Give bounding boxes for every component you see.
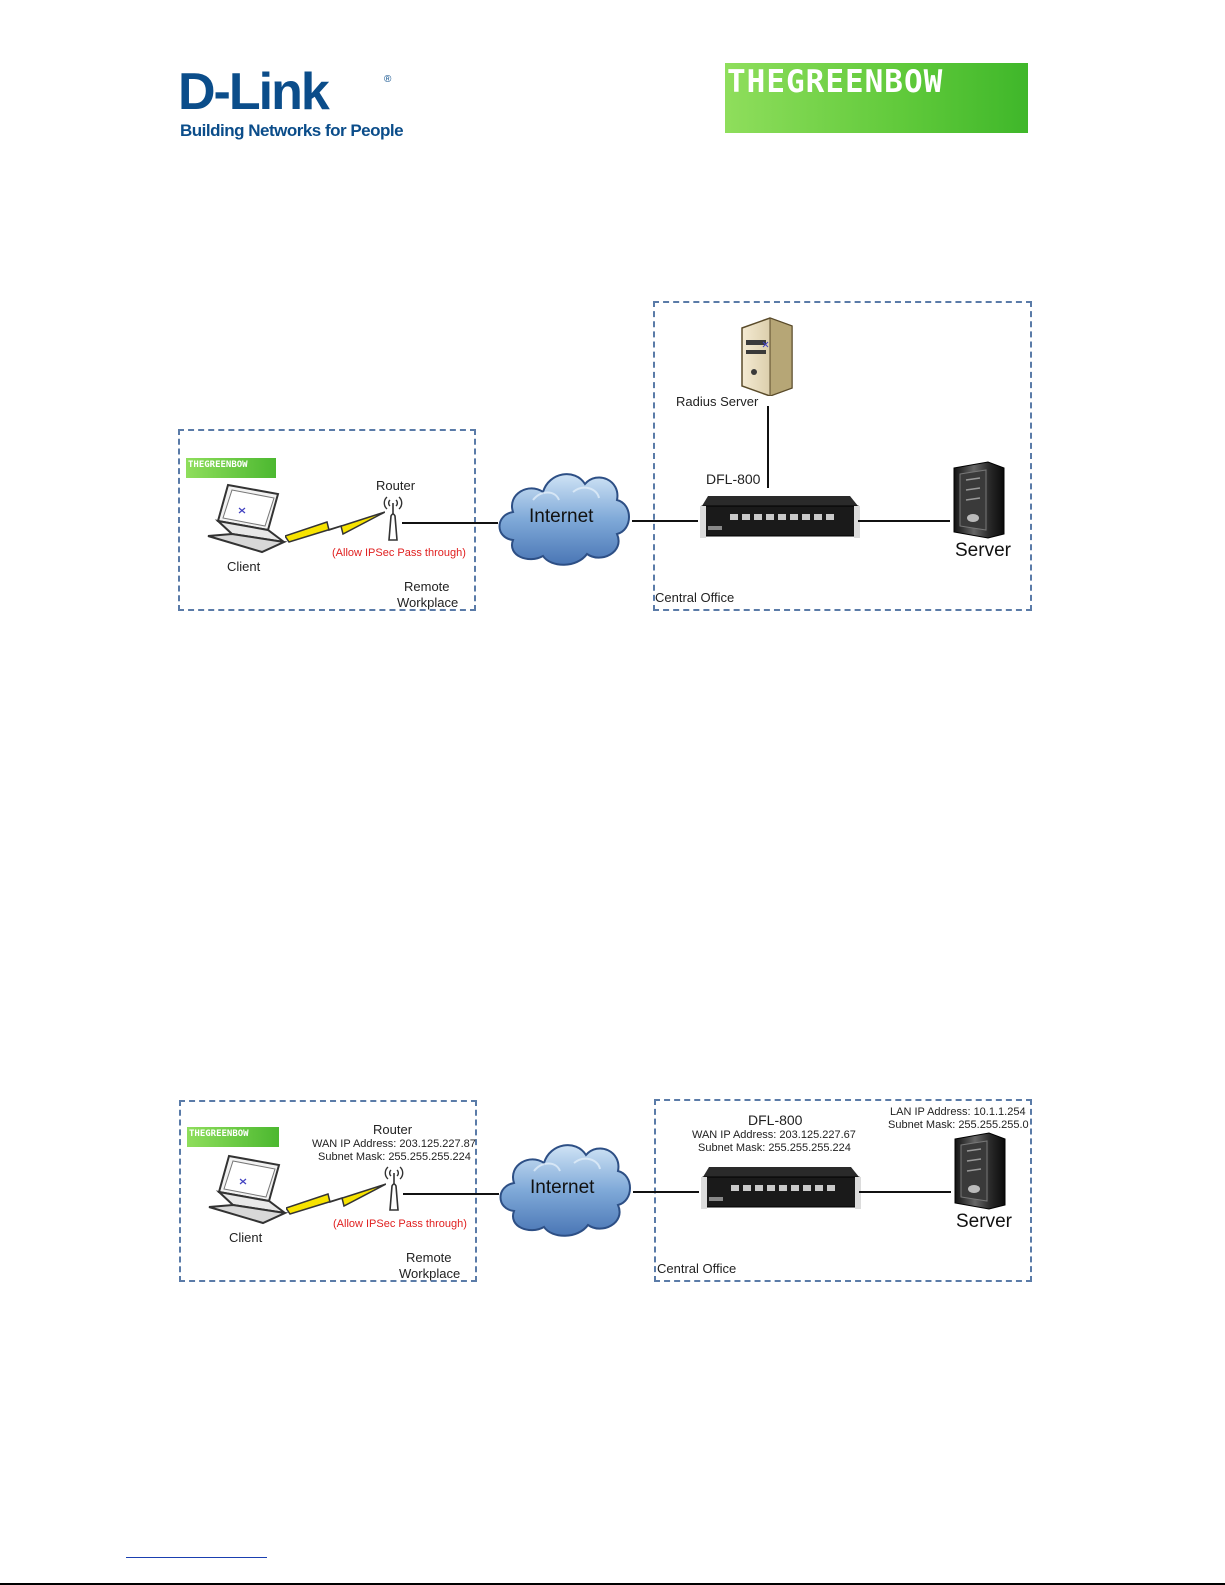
greenbow-badge-text: THEGREENBOW: [189, 1129, 249, 1139]
client-label: Client: [227, 559, 261, 574]
radius-dfl-link: [767, 406, 769, 488]
server-label: Server: [955, 540, 1011, 561]
router-label: Router: [376, 478, 416, 493]
router-icon: [379, 1162, 409, 1212]
laptop-icon: [205, 480, 297, 560]
central-office-label: Central Office: [655, 590, 735, 605]
radius-server-icon: [735, 316, 797, 396]
dfl-server-link: [859, 1191, 951, 1193]
greenbow-badge: [187, 1127, 279, 1147]
greenbow-logo: [725, 63, 1028, 133]
remote-label-line2: Workplace: [397, 595, 459, 610]
internet-dfl-link: [632, 520, 698, 522]
remote-label-line2: Workplace: [399, 1266, 461, 1281]
server-icon: [949, 1131, 1009, 1211]
central-office-label: Central Office: [657, 1261, 737, 1276]
central-office-zone: [653, 301, 1032, 611]
client-label: Client: [229, 1230, 263, 1245]
dfl-subnet-mask: Subnet Mask: 255.255.255.224: [698, 1142, 851, 1154]
server-icon: [948, 460, 1008, 540]
server-label: Server: [956, 1211, 1012, 1232]
router-wan-ip: WAN IP Address: 203.125.227.87: [312, 1138, 476, 1150]
remote-label-line1: Remote: [404, 579, 450, 594]
radius-server-label: Radius Server: [676, 394, 759, 409]
greenbow-logo-text: THEGREENBOW: [727, 64, 944, 100]
internet-dfl-link: [633, 1191, 699, 1193]
router-icon: [378, 492, 408, 542]
remote-workplace-zone: [179, 1100, 477, 1282]
lan-ip-address: LAN IP Address: 10.1.1.254: [890, 1106, 1026, 1118]
dlink-tagline: Building Networks for People: [180, 121, 404, 140]
router-subnet-mask: Subnet Mask: 255.255.255.224: [318, 1151, 471, 1163]
router-internet-link: [402, 522, 498, 524]
footer-link-underline: [126, 1557, 267, 1558]
internet-label: Internet: [529, 506, 594, 527]
dfl-label: DFL-800: [748, 1112, 803, 1128]
dfl-label: DFL-800: [706, 471, 761, 487]
router-note: (Allow IPSec Pass through): [332, 547, 466, 559]
page-bottom-rule: [0, 1583, 1225, 1585]
wireless-bolt-icon: [286, 1182, 386, 1222]
central-office-zone: [654, 1099, 1032, 1282]
dfl-server-link: [858, 520, 950, 522]
registered-mark-icon: ®: [384, 74, 392, 85]
wireless-bolt-icon: [285, 510, 385, 550]
lan-subnet-mask: Subnet Mask: 255.255.255.0: [888, 1119, 1029, 1131]
dfl-800-firewall-icon: [700, 486, 860, 546]
remote-label-line1: Remote: [406, 1250, 452, 1265]
greenbow-badge-text: THEGREENBOW: [188, 460, 248, 470]
remote-workplace-zone: [178, 429, 476, 611]
dlink-logo: D-Link: [178, 63, 330, 121]
dfl-800-firewall-icon: [701, 1157, 861, 1217]
router-internet-link: [403, 1193, 499, 1195]
greenbow-badge: [186, 458, 276, 478]
router-note: (Allow IPSec Pass through): [333, 1218, 467, 1230]
internet-label: Internet: [530, 1177, 595, 1198]
laptop-icon: [206, 1151, 298, 1231]
dfl-wan-ip: WAN IP Address: 203.125.227.67: [692, 1129, 856, 1141]
router-label: Router: [373, 1122, 413, 1137]
